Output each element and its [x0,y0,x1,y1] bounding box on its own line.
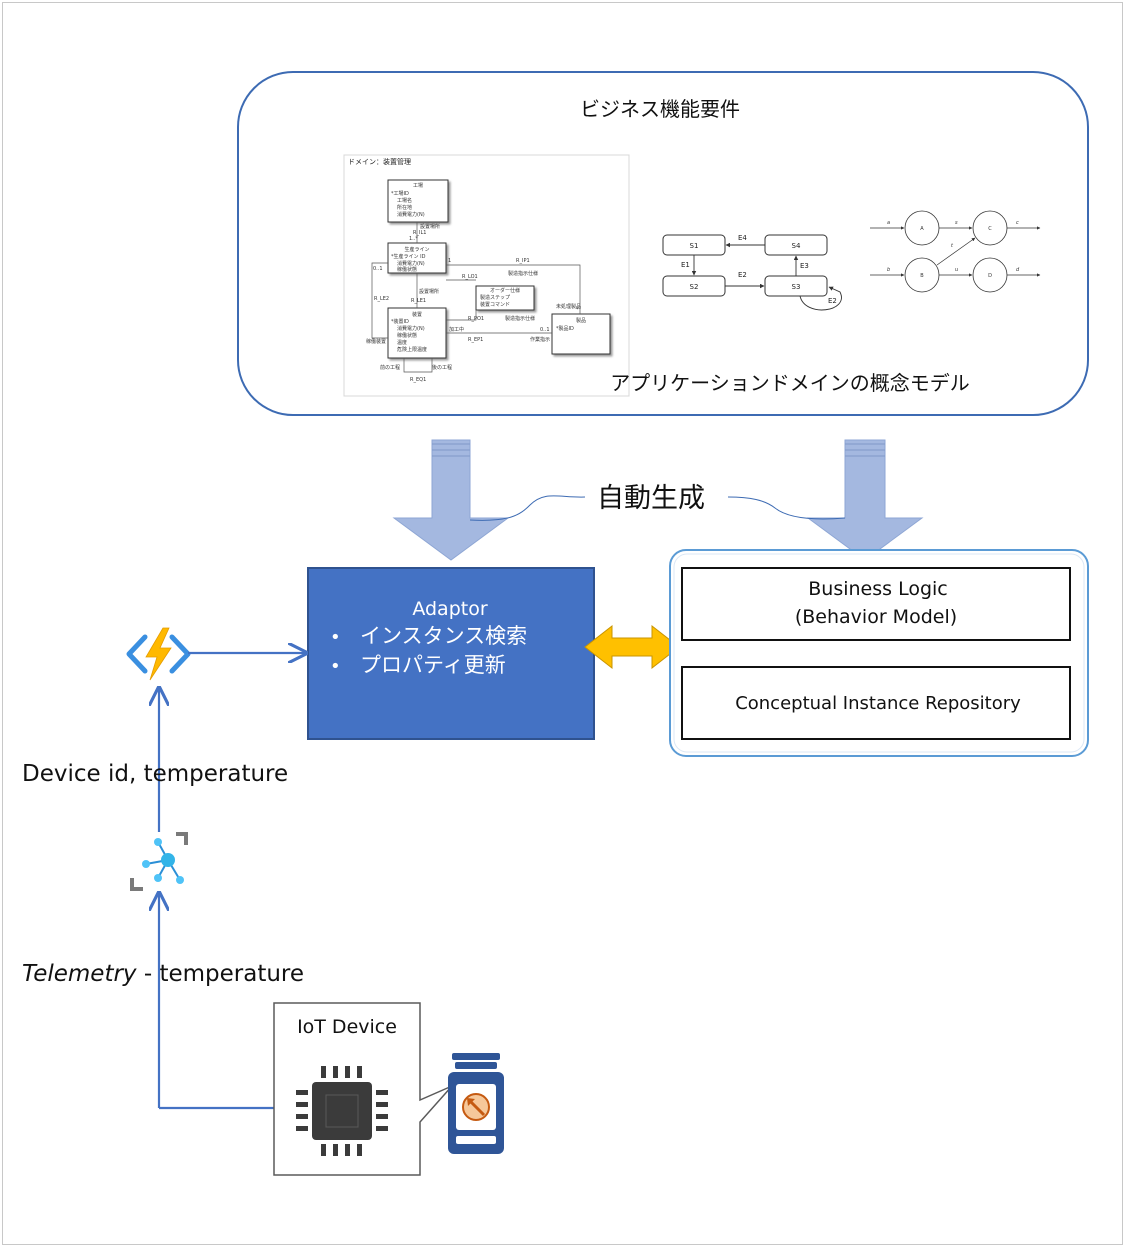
assoc-label: 加工中 [449,326,464,333]
adaptor-bullet-dot: • [330,656,341,677]
assoc-label: 製造指示仕様 [508,270,538,277]
behavior-container-inner [673,553,1085,753]
class-equipment-attr: 危険上限温度 [397,346,427,353]
class-factory-attr: *工場ID [391,190,409,197]
state-s2: S2 [690,283,699,291]
assoc-label: 設置場所 [420,223,440,230]
assoc-label: R_IL1 [413,230,426,236]
sensor-icon [448,1053,504,1154]
class-equipment-attr: 稼働状態 [397,332,417,339]
assoc-label: R_EQ1 [410,377,426,383]
auto-gen-label: 自動生成 [597,483,705,514]
class-factory-attr: 工場名 [397,197,412,204]
auto-gen-callout-right [727,496,846,520]
assoc-label: * [576,307,579,313]
class-line-name: 生産ライン [404,246,429,253]
assoc-label: R_PO1 [468,316,484,322]
repository-box [681,666,1071,740]
generation-arrow-left [392,439,510,561]
telemetry-rest: - temperature [137,961,305,987]
device-id-label: Device id, temperature [22,761,288,787]
event-e2-loop: E2 [828,297,837,305]
assoc-label: 稼働装置 [366,338,386,345]
class-line-attr: *生産ライン ID [391,253,426,260]
class-equipment-name: 装置 [412,311,422,318]
adaptor-bullet-dot: • [330,627,341,648]
assoc-label: 0..1 [373,266,383,272]
state-machine-diagram: S1 S4 S2 S3 E1 E2 E3 E4 E2 [662,234,842,311]
assoc-label: 設置場所 [419,288,439,295]
assoc-label: R_IP1 [516,258,530,264]
generation-arrow-right [806,439,924,561]
class-order-attr: 装置コマンド [480,301,510,308]
adaptor-bullet-search: インスタンス検索 [360,624,527,648]
business-logic-box [681,567,1071,641]
class-factory-attr: 所在地 [397,204,412,211]
business-logic-line1: Business Logic [808,578,948,600]
class-order-name: オーダー仕様 [490,287,520,294]
assoc-label: 0..1 [540,327,550,333]
event-e2: E2 [738,271,747,279]
class-factory-name: 工場 [413,182,423,189]
assoc-label: 1 [448,258,451,264]
iot-hub-icon [130,832,188,891]
event-e1: E1 [681,261,690,269]
node-b: B [920,273,924,279]
arc-t: t [951,243,954,249]
arc-b: b [887,267,890,273]
repository-label: Conceptual Instance Repository [735,693,1021,714]
class-product-attr: *製品ID [556,325,574,332]
event-e4: E4 [738,234,747,242]
class-product-name: 製品 [576,317,586,324]
assoc-label: R_LE2 [374,296,389,302]
arc-s: s [955,220,958,226]
class-diagram-header: ドメイン：装置管理 [348,157,411,166]
state-s4: S4 [792,242,801,250]
assoc-label: 前の工程 [380,364,400,371]
assoc-label: 作業指示 [530,336,550,343]
state-s3: S3 [792,283,801,291]
conceptual-model-caption: アプリケーションドメインの概念モデル [610,371,970,395]
node-c: C [988,226,992,232]
assoc-label: R_LO1 [462,274,478,280]
assoc-label: R_LE1 [411,298,426,304]
class-order-attr: 製造ステップ [480,294,510,301]
class-factory-attr: 消費電力(N) [397,211,425,218]
event-e3: E3 [800,262,809,270]
class-line-attr: 稼働状態 [397,266,417,273]
auto-gen-callout-left [469,495,586,521]
class-equipment-attr: 消費電力(N) [397,325,425,332]
assoc-label: 製造指示仕様 [505,315,535,322]
business-logic-line2: (Behavior Model) [795,606,957,628]
bidirectional-arrow [584,624,680,670]
class-equipment-attr: *装置ID [391,318,409,325]
arc-c: c [1016,220,1019,226]
arc-d: d [1016,267,1020,273]
class-diagram-thumbnail: ドメイン：装置管理 工場 *工場ID 工場名 所在地 消費電力(N) 生産ライン… [343,154,630,397]
function-app-icon [126,627,191,681]
adaptor-bullet-update: プロパティ更新 [360,653,506,677]
node-a: A [920,226,924,232]
petri-net-diagram: A C B D a s c b t u d [870,210,1041,293]
node-d: D [988,273,992,279]
assoc-label: 未処理製品 [556,303,581,310]
adaptor-box [307,567,595,740]
arc-u: u [955,267,958,273]
assoc-label: R_EP1 [468,337,483,343]
arc-a: a [887,220,890,226]
class-equipment-attr: 温度 [397,339,407,346]
chip-icon [296,1066,388,1156]
assoc-label: 後の工程 [432,364,452,371]
telemetry-italic: Telemetry [22,961,137,987]
state-s1: S1 [690,242,699,250]
assoc-label: 1..* [409,236,418,242]
telemetry-label: Telemetry - temperature [22,961,304,987]
adaptor-title: Adaptor [412,598,488,620]
business-requirements-title: ビジネス機能要件 [580,97,740,121]
iot-device-label: IoT Device [297,1016,397,1038]
class-line-attr: 消費電力(N) [397,260,425,267]
